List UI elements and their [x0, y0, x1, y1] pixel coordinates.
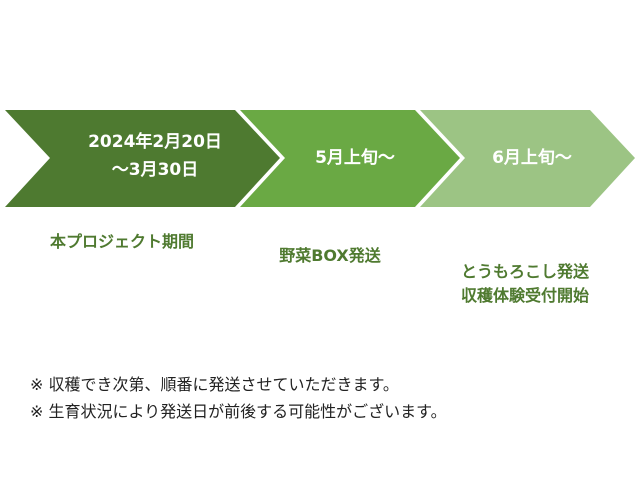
stage-3-chevron: [420, 110, 635, 207]
stage-3-label-line2: 収穫体験受付開始: [460, 286, 589, 305]
stage-2-label: 野菜BOX発送: [279, 246, 381, 265]
stage-1-chevron: [5, 110, 280, 207]
stage-2-chevron: [240, 110, 460, 207]
note-1: ※ 収穫でき次第、順番に発送させていただきます。: [30, 375, 399, 394]
stage-1-end: 〜3月30日: [111, 160, 199, 180]
note-2: ※ 生育状況により発送日が前後する可能性がございます。: [30, 402, 447, 421]
stage-1-label: 本プロジェクト期間: [49, 232, 194, 251]
stage-2-date: 5月上旬〜: [315, 148, 395, 168]
stage-1-start: 2024年2月20日: [88, 132, 222, 152]
stage-3-label-line1: とうもろこし発送: [460, 262, 589, 281]
stage-1-date: 2024年2月20日 〜3月30日: [55, 128, 255, 184]
stage-3-date: 6月上旬〜: [492, 148, 572, 168]
stage-3-label: とうもろこし発送 収穫体験受付開始: [430, 260, 620, 308]
